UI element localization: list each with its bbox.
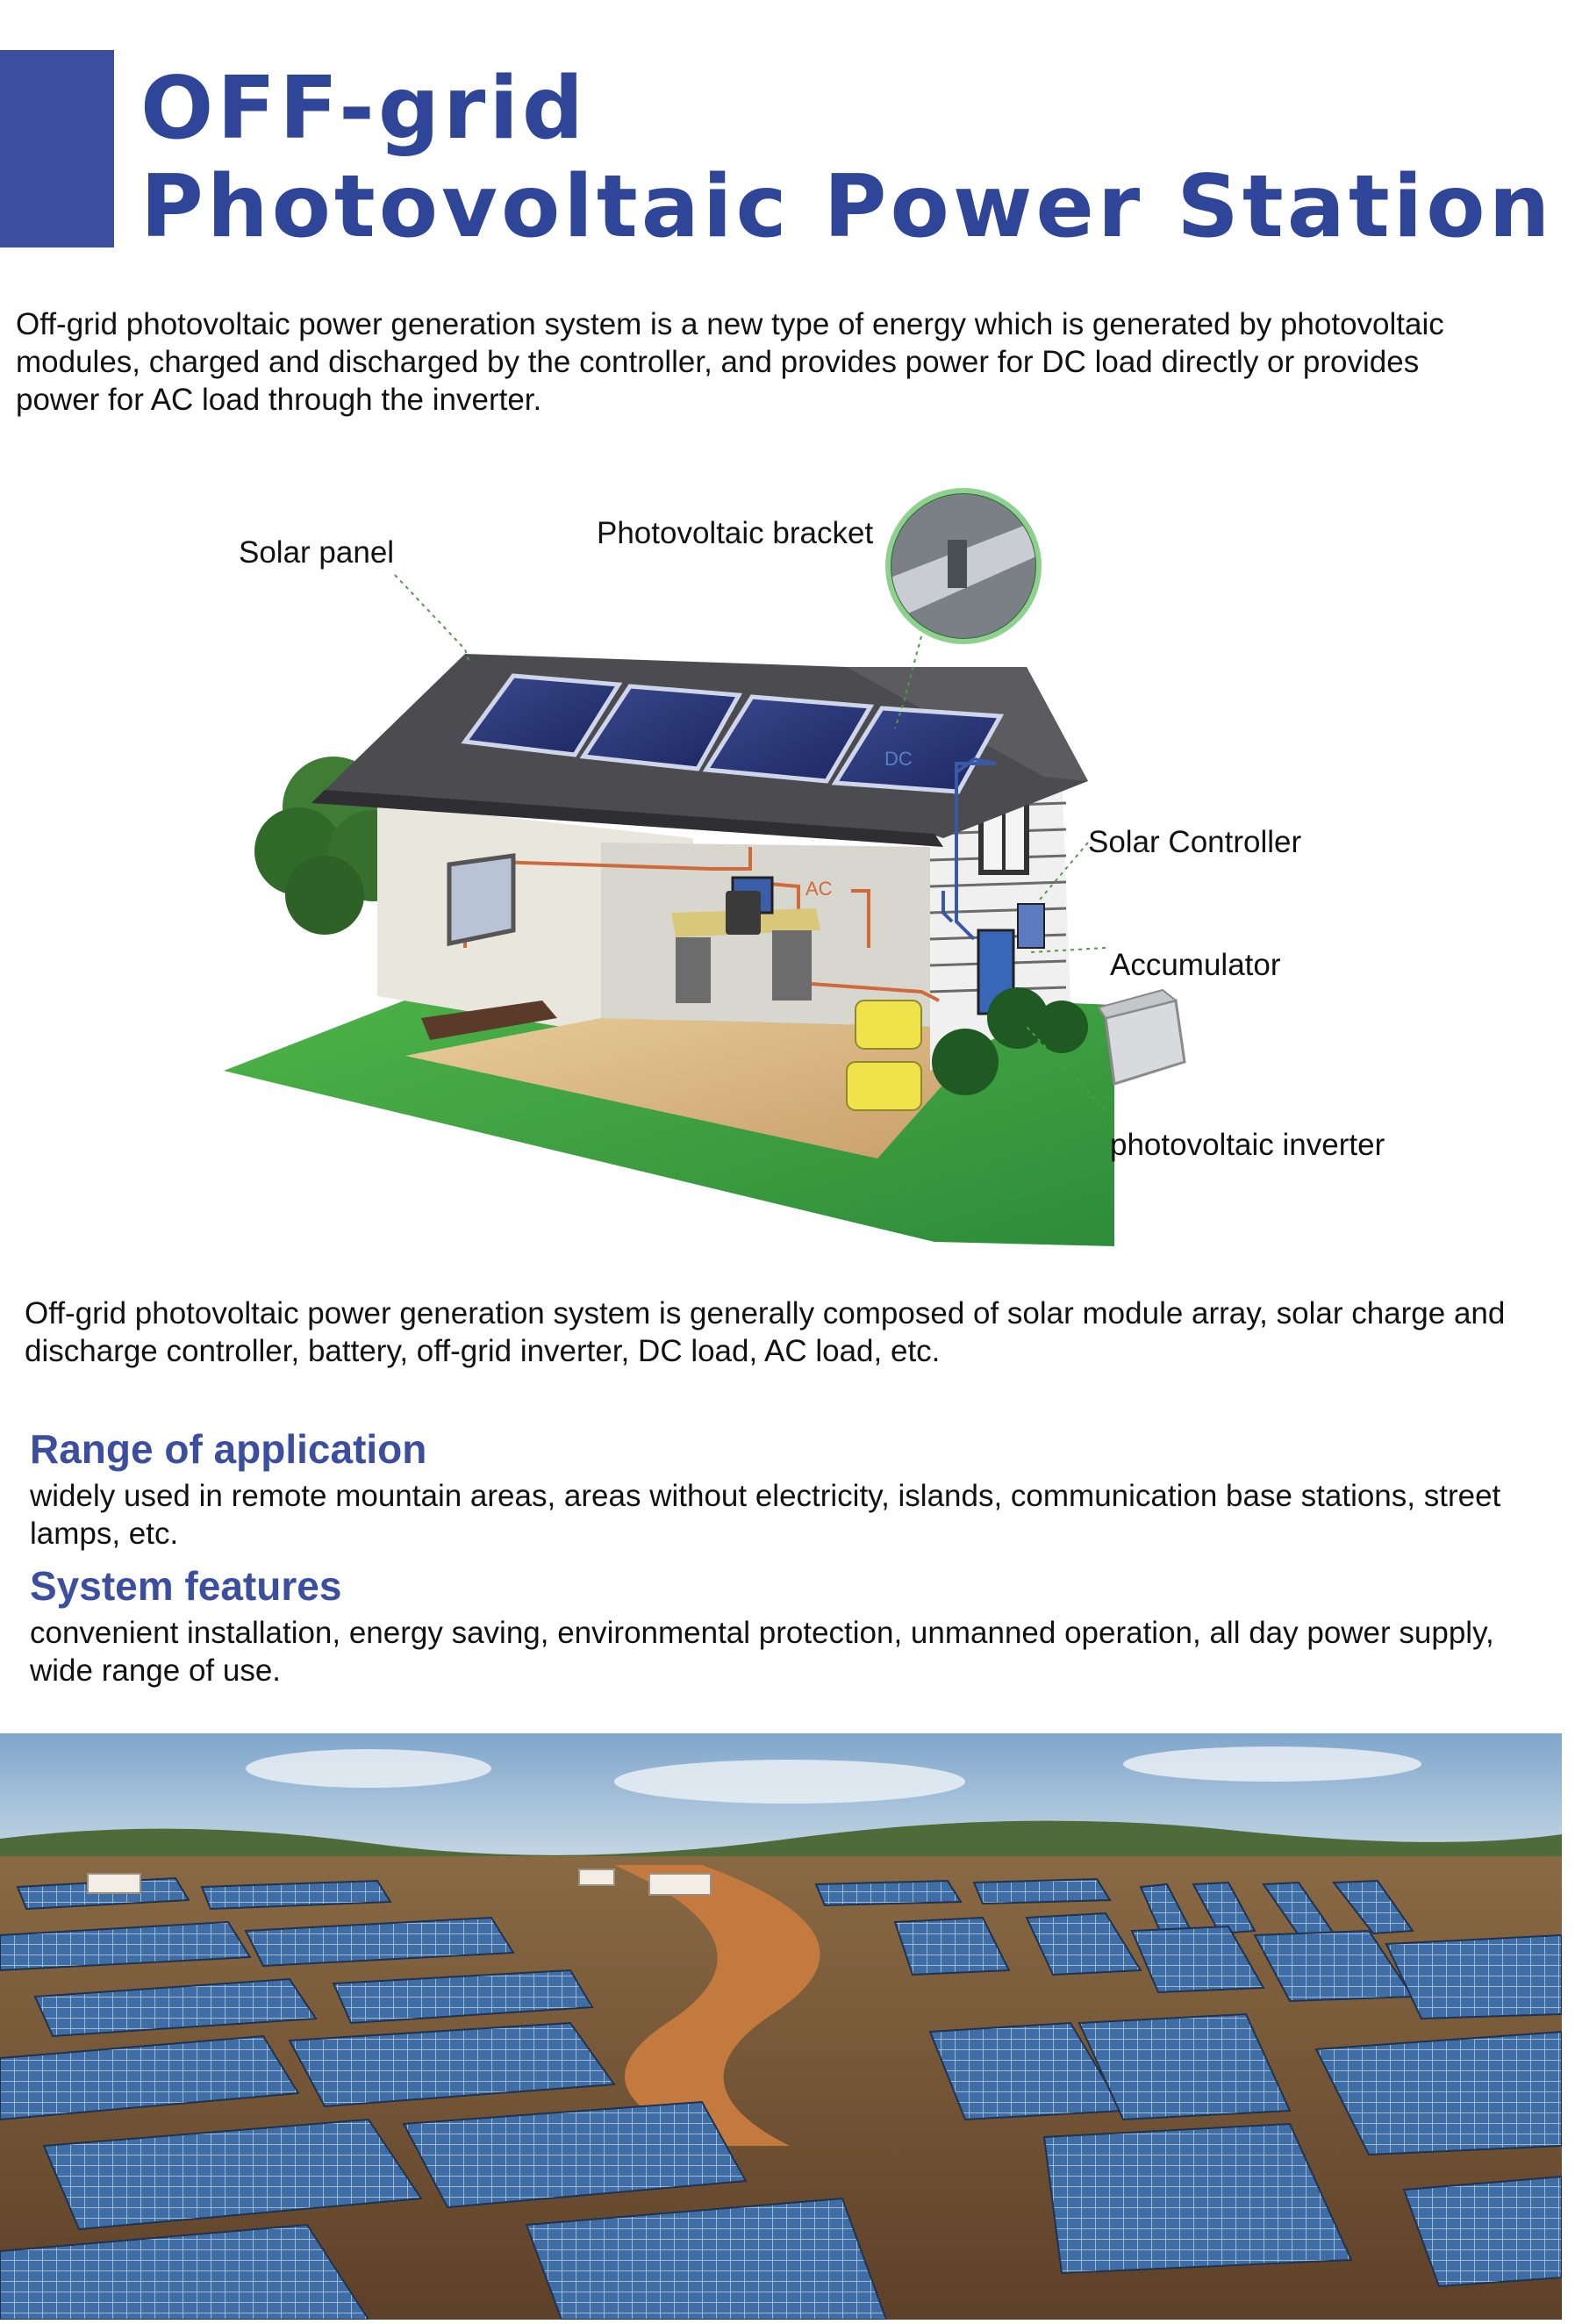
callout-leaders <box>394 574 1106 1111</box>
intro-paragraph: Off-grid photovoltaic power generation s… <box>16 307 1444 417</box>
range-body: widely used in remote mountain areas, ar… <box>30 1479 1501 1551</box>
bracket-inset-icon <box>885 488 1042 644</box>
bench-icon <box>421 1001 557 1040</box>
battery-icon <box>1097 988 1186 1086</box>
armchair-icon <box>846 1000 922 1111</box>
ac-wire-label: AC <box>805 878 833 900</box>
tv-icon <box>447 853 516 947</box>
callout-photovoltaic-bracket: Photovoltaic bracket <box>597 516 874 550</box>
solar-farm-photo <box>0 1733 1563 2320</box>
dc-wire-label: DC <box>884 748 913 770</box>
house-illustration: DC AC <box>224 488 1186 1246</box>
features-heading: System features <box>30 1563 342 1609</box>
callout-accumulator: Accumulator <box>1110 948 1281 982</box>
title-accent-bar <box>0 50 114 247</box>
callout-solar-panel: Solar panel <box>239 535 395 570</box>
title-line-1: OFF-grid <box>140 59 588 159</box>
solar-farm-image <box>0 1733 1563 2320</box>
callout-solar-controller: Solar Controller <box>1088 825 1302 859</box>
page-title: OFF-grid Photovoltaic Power Station <box>140 60 1553 256</box>
house-system-diagram: DC AC <box>202 456 1430 1264</box>
features-body: convenient installation, energy saving, … <box>30 1616 1494 1688</box>
controller-icon <box>726 891 761 935</box>
composition-paragraph: Off-grid photovoltaic power generation s… <box>25 1296 1506 1368</box>
interior-back-wall <box>601 843 930 1027</box>
bush-icon <box>932 987 1088 1095</box>
title-line-2: Photovoltaic Power Station <box>140 157 1554 257</box>
interior-floor <box>405 1018 948 1158</box>
callout-photovoltaic-inverter: photovoltaic inverter <box>1110 1128 1385 1162</box>
range-heading: Range of application <box>30 1426 427 1472</box>
